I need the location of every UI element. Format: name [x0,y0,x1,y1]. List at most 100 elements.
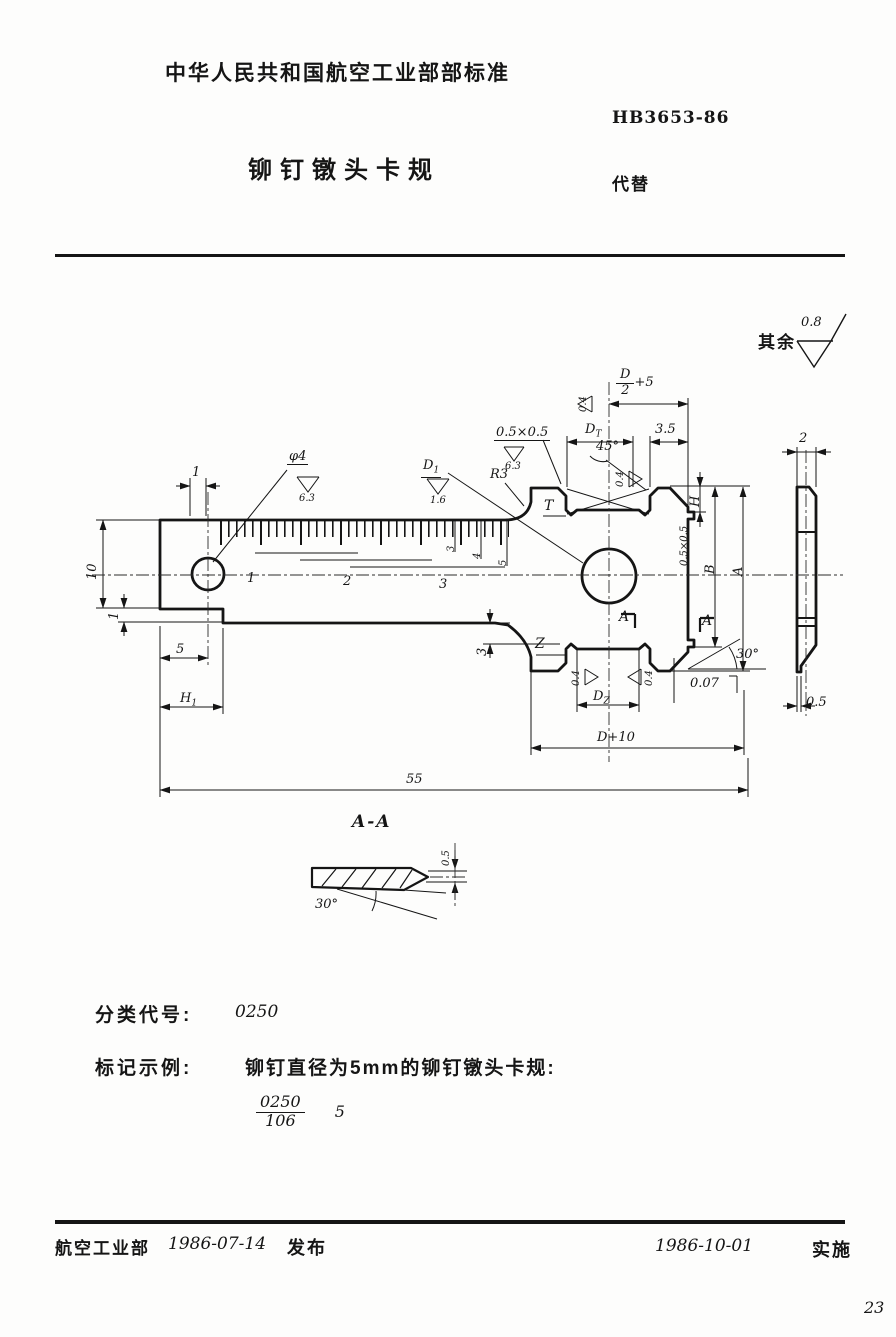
centerlines [92,382,843,906]
dim-h1: H1 [180,692,197,709]
rough-tri-notch [628,470,643,488]
label-phi4-text: φ4 [287,449,309,465]
label-d1: D1 [421,458,442,478]
section-mark-a-right: A [702,613,713,629]
section-angle30: 30° [315,897,339,912]
marking-fraction-denominator: 106 [265,1110,296,1130]
dim-3: 3 [475,647,490,656]
label-chamfer-text: 0.5×0.5 [494,425,551,441]
dim-angle30-right: 30° [736,647,760,662]
rest-surface-symbol [796,313,847,369]
depth-number-3: 3 [446,545,457,552]
rough-tri-z-left [584,668,599,686]
rough-tri-d1 [426,478,450,495]
section-wedge [310,866,430,892]
label-r3: R3 [490,467,509,482]
dim-angle45: 45° [596,439,620,454]
rough-tri-phi4 [296,476,320,493]
footer-issue-date: 1986-07-14 [168,1234,267,1254]
dim-h: H [688,495,703,507]
dim-tolerance: 0.07 [690,676,719,691]
scale-number-3: 3 [439,577,448,592]
label-d1-base: D [423,458,434,473]
classification-code: 0250 [235,1002,279,1022]
label-phi4: φ4 [287,449,309,465]
dim-dz-sub: Z [603,696,610,707]
page-number: 23 [864,1298,885,1317]
side-dim-2: 2 [799,431,808,446]
marking-fraction-numerator: 0250 [256,1093,305,1113]
angle30-right [687,638,766,670]
dim-dt-sub: T [595,429,602,440]
side-dim-05: 0.5 [806,695,827,710]
document-title: 铆钉镦头卡规 [248,157,440,184]
dim-dz: DZ [593,690,610,707]
dim-h1-base: H [180,691,192,706]
rough-tri-chamfer [503,446,525,462]
dim-half-d-suffix: +5 [634,375,654,391]
footer-implement-date: 1986-10-01 [655,1236,754,1256]
dim-b: B [703,564,718,574]
dim-dt-base: D [585,422,596,437]
label-notch-t: T [544,498,554,514]
replaces-label: 代替 [612,175,650,194]
rough-tri-edge [576,395,593,413]
dim-dz-base: D [593,689,604,704]
dim-55: 55 [406,772,423,787]
r3-leader [504,482,525,507]
chamfer-leader [542,439,562,485]
depth-number-5: 5 [498,559,509,566]
footer-issue-label: 发布 [287,1238,327,1258]
surface-note-roughness: 0.8 [801,315,822,330]
notch-cross [566,488,650,515]
section-mark-a-left: A [619,609,630,625]
d1-leader [447,472,584,564]
rough-tri-z-right [627,668,642,686]
section-tip-05: 0.5 [441,850,452,866]
section-title: A-A [352,812,392,832]
dim-d-plus-10: D+10 [597,730,635,745]
label-notch-z: Z [535,636,545,652]
side-view-outline [795,485,818,674]
depth-number-4: 4 [472,552,483,559]
roughness-edge: 0.4 [578,396,589,412]
phi4-leader [212,469,288,563]
label-chamfer: 0.5×0.5 [494,425,551,441]
dim-step-0505: 0.5×0.5 [679,525,690,566]
footer-issuer: 航空工业部 [55,1239,150,1258]
dim-half-d-num: D [616,368,635,384]
roughness-z-left: 0.4 [571,670,582,686]
roughness-chamfer: 6.3 [505,461,521,472]
roughness-phi4: 6.3 [299,493,315,504]
roughness-z-right: 0.4 [644,670,655,686]
marking-example-label: 标记示例: [95,1058,193,1079]
surface-note-prefix: 其余 [758,333,796,352]
dimension-lines [99,400,831,900]
graduated-scale [220,520,509,545]
dim-a: A [731,566,746,576]
section-hatching [321,868,413,889]
standard-org-title: 中华人民共和国航空工业部部标准 [165,62,510,85]
dim-35: 3.5 [655,422,676,437]
dim-h1-sub: 1 [191,698,198,709]
marking-size: 5 [334,1102,345,1122]
standard-number: HB3653-86 [612,108,730,128]
dim-tick-pitch: 1 [192,465,201,480]
roughness-notch: 0.4 [615,471,626,487]
scale-number-2: 2 [343,574,352,589]
roughness-d1: 1.6 [430,495,446,506]
dim-5: 5 [176,642,185,657]
scale-number-1: 1 [247,571,256,586]
dim-half-d-den: 2 [621,382,630,398]
dim-step-1: 1 [107,611,122,620]
footer-implement-label: 实施 [812,1240,852,1260]
header-divider [55,254,845,257]
dim-height-10: 10 [85,563,100,580]
extension-and-leader-lines [96,313,847,920]
tol-bracket [729,675,738,693]
label-d1-sub: 1 [433,465,440,476]
